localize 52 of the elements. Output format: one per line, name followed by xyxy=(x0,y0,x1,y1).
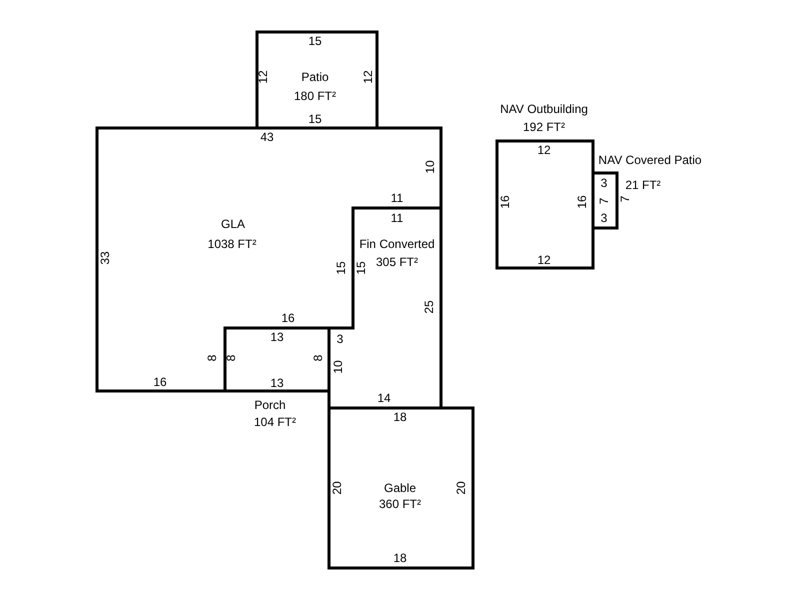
dimension-label: 13 xyxy=(270,377,284,389)
dimension-label: 12 xyxy=(537,254,551,266)
room-name: NAV Covered Patio xyxy=(597,154,703,166)
dimension-label: 12 xyxy=(362,70,374,84)
dimension-label: 3 xyxy=(600,177,608,189)
room-name: NAV Outbuilding xyxy=(499,103,589,115)
dimension-label: 8 xyxy=(312,354,324,362)
dimension-label: 18 xyxy=(393,552,407,564)
room-area: 1038 FT² xyxy=(206,238,258,250)
room-name: Porch xyxy=(253,399,287,411)
room-outline xyxy=(97,128,441,391)
dimension-label: 8 xyxy=(206,354,218,362)
dimension-label: 16 xyxy=(576,195,588,209)
room-outline xyxy=(329,408,473,568)
room-area: 180 FT² xyxy=(293,90,337,102)
dimension-label: 15 xyxy=(355,261,367,275)
dimension-label: 11 xyxy=(390,192,404,204)
dimension-label: 20 xyxy=(331,481,343,495)
dimension-label: 43 xyxy=(260,131,274,143)
dimension-label: 16 xyxy=(499,195,511,209)
dimension-label: 25 xyxy=(423,300,435,314)
dimension-label: 10 xyxy=(332,360,344,374)
dimension-label: 20 xyxy=(455,481,467,495)
dimension-label: 18 xyxy=(393,411,407,423)
dimension-label: 7 xyxy=(598,198,610,204)
room-outline xyxy=(257,32,377,128)
dimension-label: 14 xyxy=(377,392,391,404)
dimension-label: 15 xyxy=(308,35,322,47)
dimension-label: 8 xyxy=(225,354,237,362)
room-name: Patio xyxy=(300,71,330,83)
room-name: Gable xyxy=(382,482,418,494)
dimension-label: 3 xyxy=(600,212,608,224)
dimension-label: 15 xyxy=(308,113,322,125)
room-area: 192 FT² xyxy=(522,121,566,133)
dimension-label: 7 xyxy=(619,196,631,202)
room-area: 104 FT² xyxy=(253,416,297,428)
room-area: 360 FT² xyxy=(378,498,422,510)
room-area: 305 FT² xyxy=(375,256,419,268)
room-name: GLA xyxy=(220,218,246,230)
dimension-label: 33 xyxy=(99,251,111,265)
dimension-label: 16 xyxy=(281,312,295,324)
dimension-label: 15 xyxy=(335,261,347,275)
dimension-label: 12 xyxy=(537,144,551,156)
dimension-label: 11 xyxy=(390,212,404,224)
room-name: Fin Converted xyxy=(358,238,436,250)
room-outline xyxy=(329,208,441,408)
dimension-label: 13 xyxy=(270,331,284,343)
room-area: 21 FT² xyxy=(624,179,662,191)
dimension-label: 16 xyxy=(153,376,167,388)
dimension-label: 10 xyxy=(424,160,436,174)
dimension-label: 3 xyxy=(336,333,344,345)
dimension-label: 12 xyxy=(257,70,269,84)
